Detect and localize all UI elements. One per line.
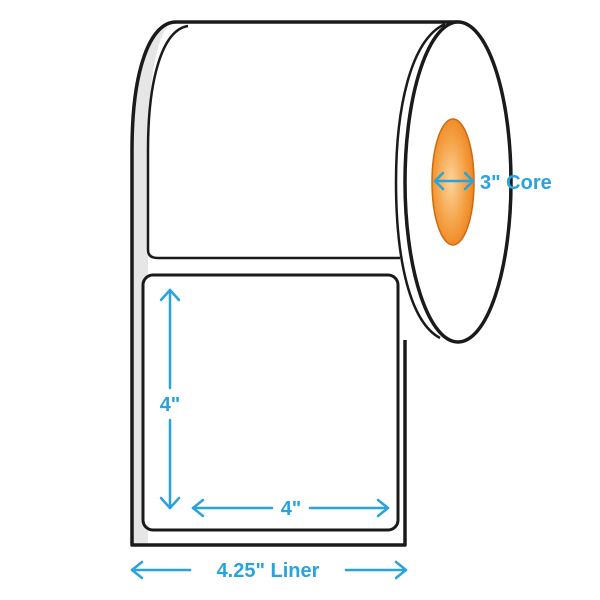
liner-dimension-arrow	[130, 560, 408, 580]
width-dimension-arrow	[191, 498, 390, 518]
height-dimension-arrow	[159, 288, 181, 510]
roll-end-inner-ring	[394, 22, 446, 340]
roll-top-surface	[148, 22, 458, 340]
liner-label: 4.25" Liner	[217, 560, 320, 582]
core-label: 3" Core	[480, 172, 552, 194]
roll-outline	[130, 20, 458, 547]
height-label: 4"	[160, 394, 181, 416]
core-dimension-arrow	[433, 171, 475, 191]
width-label: 4"	[281, 498, 302, 520]
roll-wrap-line	[146, 24, 400, 260]
label-face	[141, 273, 400, 532]
